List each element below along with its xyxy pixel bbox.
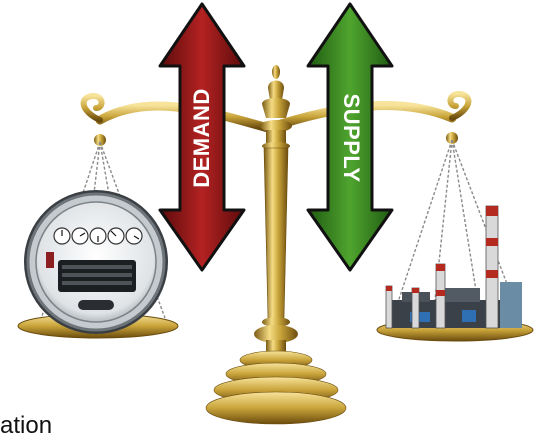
supply-label: SUPPLY [339, 93, 364, 182]
demand-arrow: DEMAND [158, 2, 246, 272]
supply-arrow: SUPPLY [306, 2, 394, 272]
caption-text: ation [0, 412, 53, 439]
electric-meter-icon [24, 190, 168, 334]
power-plant-icon [385, 205, 522, 329]
balance-scale-icon [205, 65, 347, 425]
demand-label: DEMAND [189, 88, 214, 188]
